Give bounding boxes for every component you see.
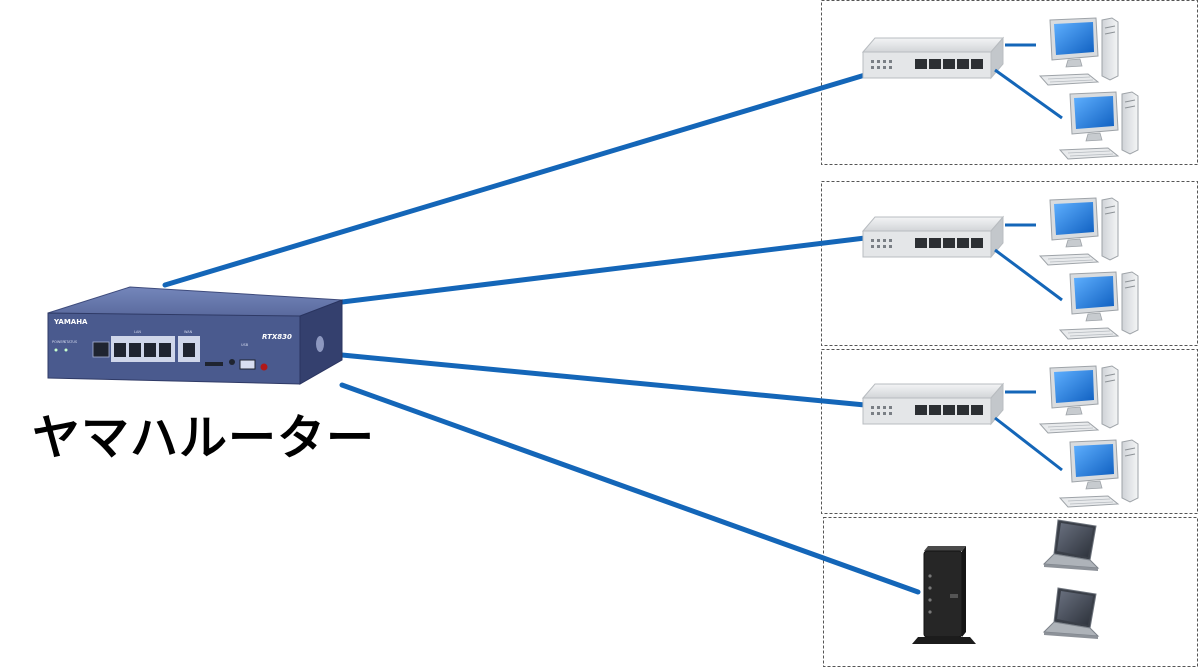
switch-2 (862, 216, 1004, 258)
lan-group-frame-2 (821, 181, 1198, 346)
router-model-label: RTX830 (262, 333, 292, 341)
lan-group-frame-3 (821, 349, 1198, 514)
switch-3 (862, 383, 1004, 425)
wifi-group-frame (823, 517, 1198, 667)
lan-group-1 (862, 17, 1139, 160)
switch-3-links (994, 390, 1063, 472)
desktop-pc-1a (1039, 17, 1119, 86)
switch-1-links (994, 43, 1063, 120)
lan-group-3 (862, 365, 1139, 508)
switch-1 (862, 37, 1004, 79)
router-caption: ヤマハルーター (32, 410, 376, 466)
router-brand-label: YAMAHA (53, 318, 88, 326)
lan-group-2 (862, 197, 1139, 340)
desktop-pc-2a (1039, 197, 1119, 266)
desktop-pc-2b (1059, 271, 1139, 340)
cable-to-switch-3 (339, 352, 868, 408)
desktop-pc-3a (1039, 365, 1119, 434)
lan-group-frame-1 (821, 0, 1198, 165)
switch-2-links (994, 223, 1063, 302)
laptop-1 (1043, 519, 1099, 572)
router-wan-label: WAN (184, 330, 193, 334)
cable-to-switch-2 (339, 235, 868, 305)
wifi-group (912, 519, 1099, 644)
wireless-access-point-icon (912, 546, 976, 644)
desktop-pc-1b (1059, 91, 1139, 160)
yamaha-router-icon: YAMAHA RTX830 POWER STATUS LAN WAN USB (47, 286, 343, 385)
cable-to-access-point (339, 382, 921, 595)
router-usb-label: USB (241, 343, 249, 347)
router-lan-label: LAN (134, 330, 141, 334)
laptop-2 (1043, 587, 1099, 640)
cable-to-switch-1 (162, 72, 868, 288)
uplink-cables (162, 72, 921, 595)
desktop-pc-3b (1059, 439, 1139, 508)
router-status-label: STATUS (64, 340, 78, 344)
router-power-label: POWER (52, 340, 66, 344)
